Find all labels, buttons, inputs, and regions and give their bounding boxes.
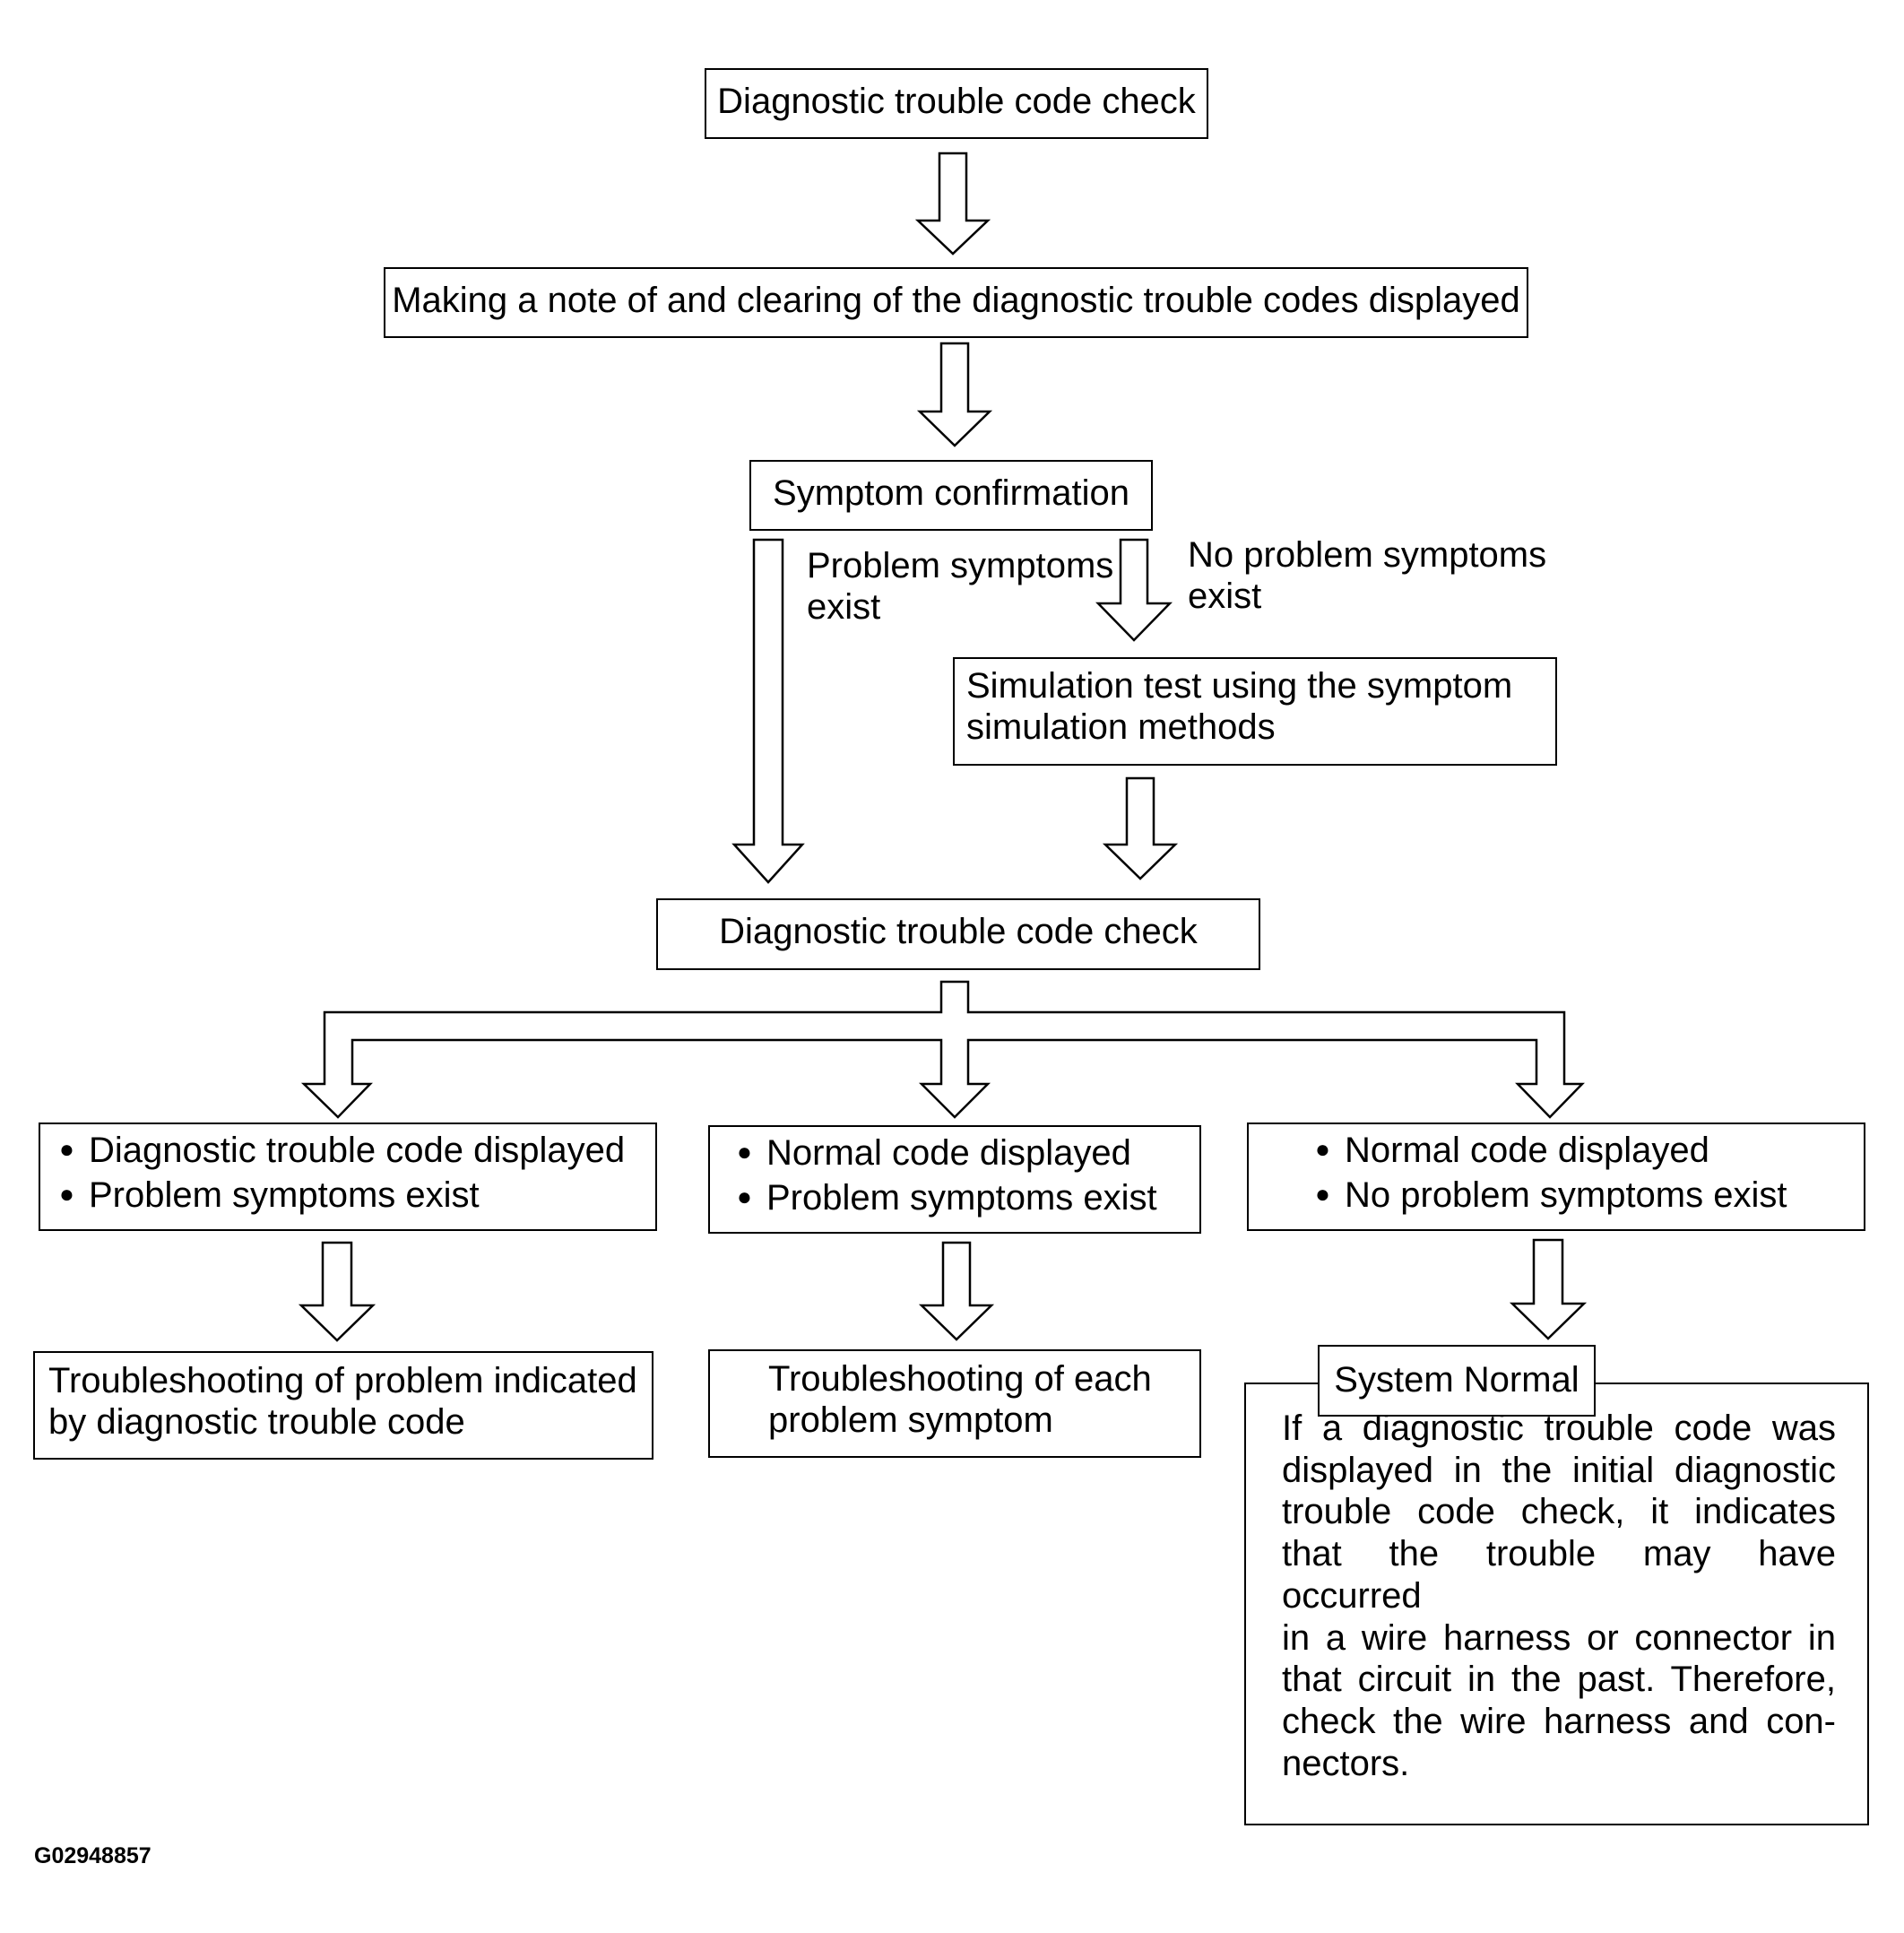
system-normal-title-box: System Normal [1318,1345,1596,1417]
arrow-down-icon [918,1241,995,1341]
arrow-down-icon [916,342,993,447]
initial-dtc-check-box: Diagnostic trouble code check [705,68,1208,139]
initial-dtc-check-label: Diagnostic trouble code check [717,82,1196,121]
troubleshoot-symptom-label: Troubleshooting of each problem symptom [768,1359,1152,1440]
list-item: Normal code displayed [737,1132,1157,1177]
outcome-dtc-displayed-box: Diagnostic trouble code displayed Proble… [39,1123,657,1231]
outcome-normal-with-symptoms-list: Normal code displayed Problem symptoms e… [737,1132,1157,1222]
second-dtc-check-box: Diagnostic trouble code check [656,898,1260,970]
system-normal-note-text: If a diagnostic trouble code was display… [1282,1409,1836,1783]
symptom-confirmation-box: Symptom confirmation [749,460,1153,531]
arrow-down-icon [298,1241,376,1342]
outcome-normal-no-symptoms-box: Normal code displayed No problem symptom… [1247,1123,1865,1231]
outcome-normal-no-symptoms-list: Normal code displayed No problem symptom… [1315,1130,1787,1219]
no-problem-symptoms-exist-label: No problem symptoms exist [1188,535,1547,616]
split-arrow-icon [300,980,1585,1119]
second-dtc-check-label: Diagnostic trouble code check [719,912,1198,951]
list-item: Problem symptoms exist [737,1177,1157,1222]
list-item: Diagnostic trouble code displayed [59,1130,625,1175]
outcome-dtc-displayed-list: Diagnostic trouble code displayed Proble… [59,1130,625,1219]
system-normal-title: System Normal [1334,1360,1579,1400]
troubleshoot-dtc-label: Troubleshooting of problem indicated by … [48,1361,637,1442]
list-item: Problem symptoms exist [59,1175,625,1219]
arrow-down-icon [1095,538,1173,642]
problem-symptoms-exist-label: Problem symptoms exist [807,546,1114,627]
figure-id: G02948857 [34,1843,151,1868]
list-item: No problem symptoms exist [1315,1175,1787,1219]
arrow-down-icon [914,152,991,256]
simulation-test-label: Simulation test using the symptom simula… [966,666,1513,747]
arrow-down-icon [1102,776,1179,880]
troubleshoot-dtc-box: Troubleshooting of problem indicated by … [33,1351,653,1460]
arrow-down-icon [1509,1238,1588,1340]
troubleshoot-symptom-box: Troubleshooting of each problem symptom [708,1349,1201,1458]
list-item: Normal code displayed [1315,1130,1787,1175]
system-normal-note-box: If a diagnostic trouble code was display… [1244,1383,1869,1825]
arrow-down-icon [731,538,805,884]
outcome-normal-with-symptoms-box: Normal code displayed Problem symptoms e… [708,1125,1201,1234]
note-and-clear-box: Making a note of and clearing of the dia… [384,267,1528,338]
note-and-clear-label: Making a note of and clearing of the dia… [392,281,1520,320]
symptom-confirmation-label: Symptom confirmation [773,473,1129,513]
simulation-test-box: Simulation test using the symptom simula… [953,657,1557,766]
